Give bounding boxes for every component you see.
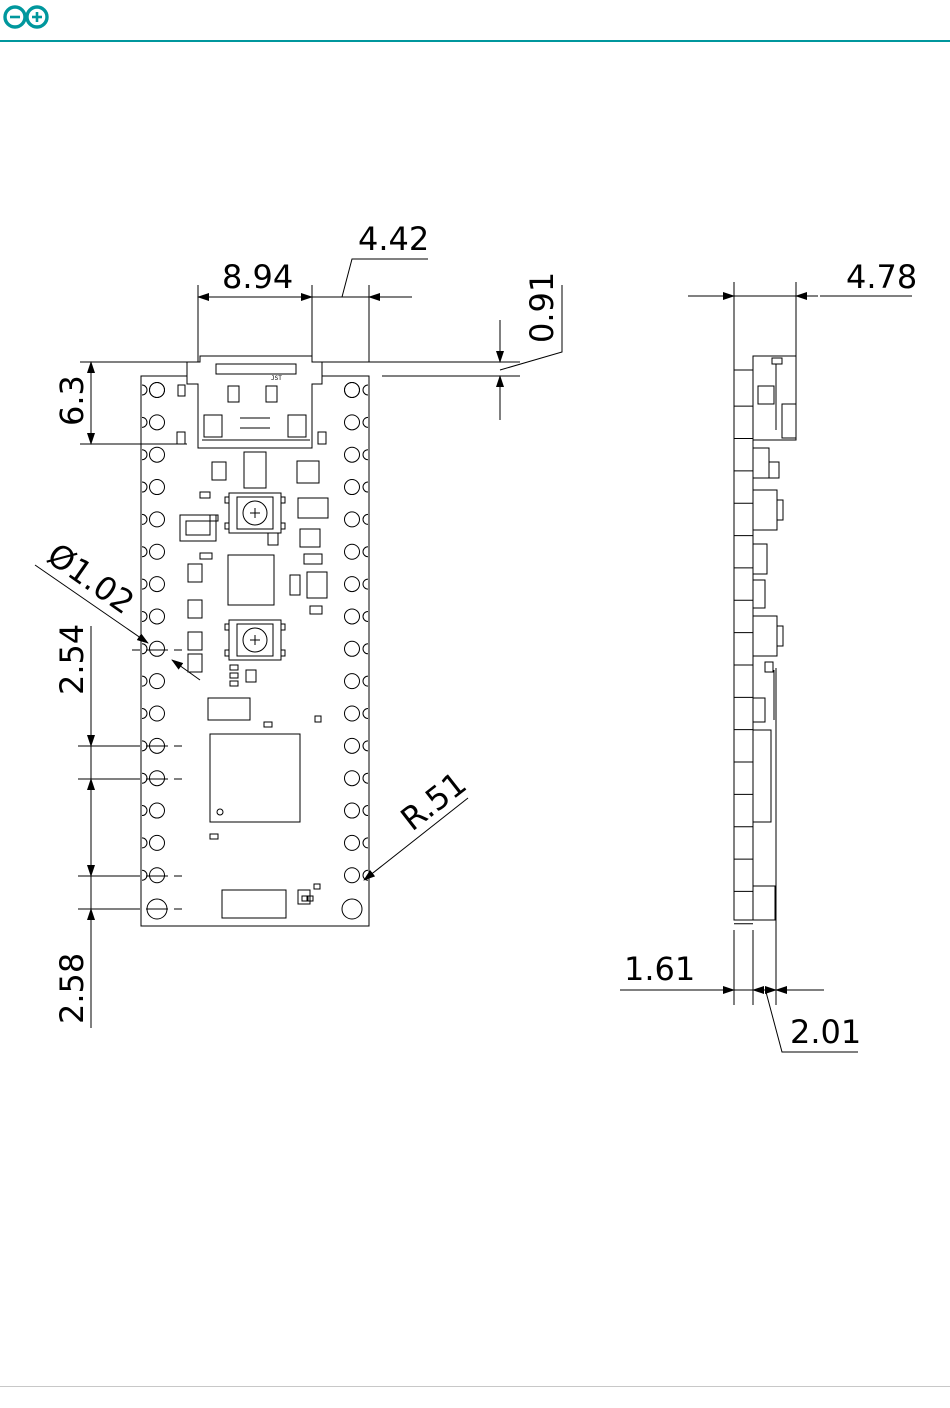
pcb-edge [734,370,753,920]
dim-connector-depth: 6.3 [53,375,91,426]
board-top-view: JST [141,356,369,926]
dim-pin-pitch: 2.54 [53,624,91,695]
dim-header-offset: 2.01 [790,1013,861,1051]
usb-c-connector: JST [177,356,326,448]
dim-connector-width: 8.94 [222,258,293,296]
board-side-view [734,356,796,924]
dim-connector-offset: 4.42 [358,220,429,258]
dim-corner-radius: R.51 [394,764,474,838]
pcb-outline [141,376,369,926]
usb-c-connector-side [753,356,796,440]
connector-marking: JST [271,375,282,382]
dim-connector-overhang: 0.91 [523,272,561,343]
dim-edge-offset: 2.58 [53,953,91,1024]
dim-pcb-thickness: 1.61 [624,950,695,988]
dim-total-height: 4.78 [846,258,917,296]
